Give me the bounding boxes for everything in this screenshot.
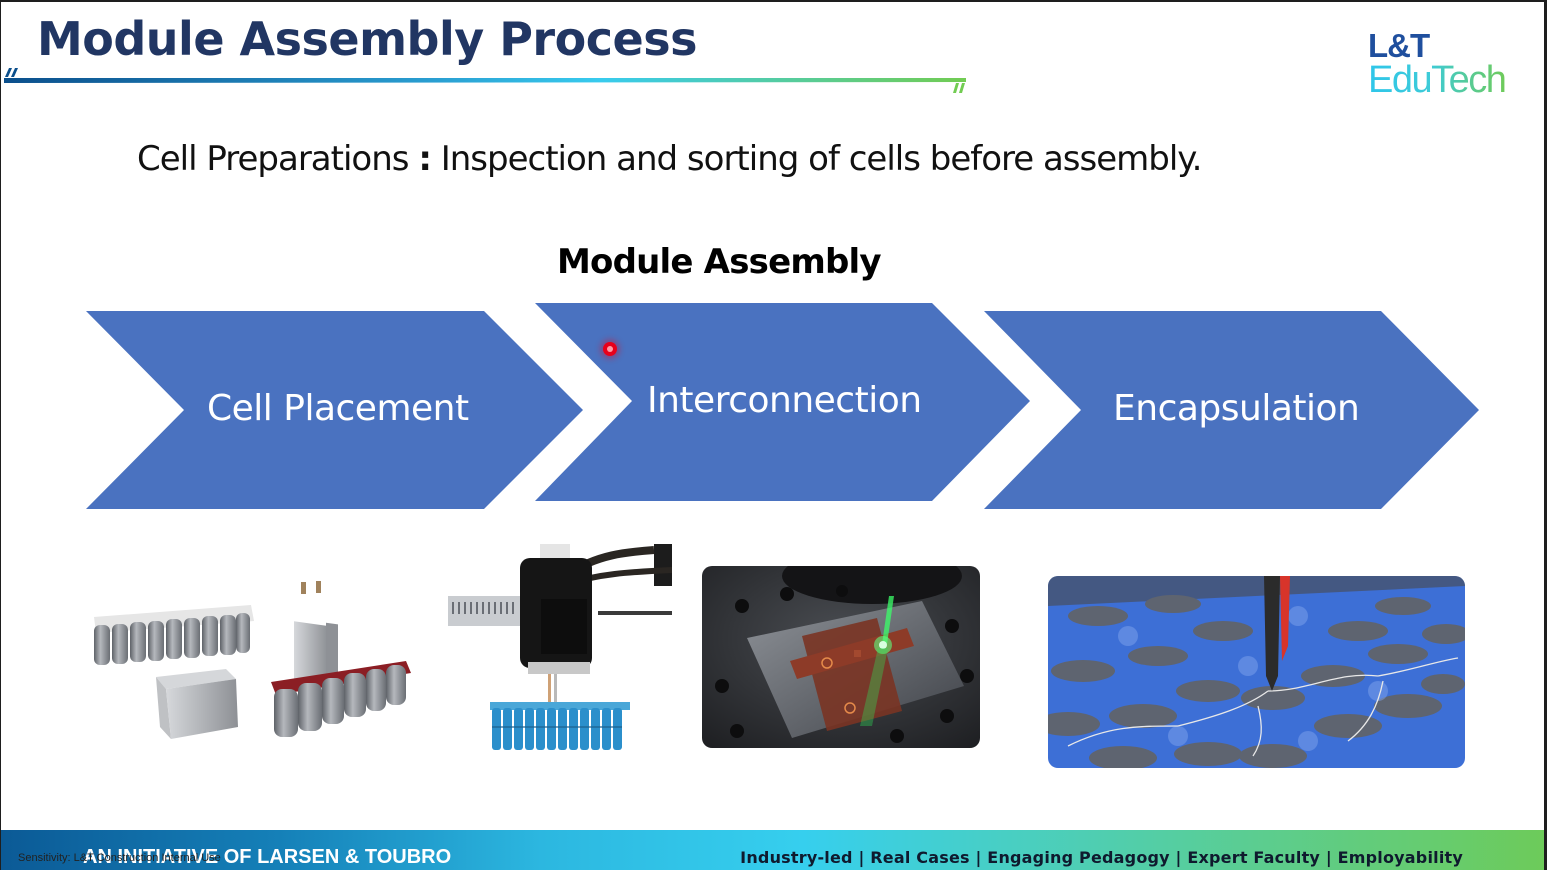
cylindrical-cell-module [271,661,411,737]
footer-tagline: Industry-led | Real Cases | Engaging Ped… [740,848,1463,867]
title-underline [4,68,966,93]
wire-bonding-photo [1048,576,1465,768]
battery-cell-types-photo [86,577,416,747]
blue-cell-array [490,702,630,750]
presentation-pointer [603,342,617,356]
chevron-cell-placement[interactable] [86,311,583,509]
footer-banner: AN INITIATIVE OF LARSEN & TOUBRO Sensiti… [1,830,1544,870]
prismatic-cell-block [156,669,238,739]
robotic-cell-placement-photo [448,544,672,754]
cylindrical-cell-row [94,605,254,665]
footer-initiative-text: AN INITIATIVE OF LARSEN & TOUBRO [83,846,452,868]
process-chevrons [86,303,1479,509]
step-label-encapsulation: Encapsulation [1113,388,1360,429]
subtitle-term: Cell Preparations [137,139,409,179]
step-label-interconnection: Interconnection [647,380,922,421]
subtitle-separator: : [418,139,432,179]
step-label-cell-placement: Cell Placement [207,388,469,429]
subtitle-description: Inspection and sorting of cells before a… [440,139,1203,179]
chevron-encapsulation[interactable] [984,311,1479,509]
laser-welding-photo [702,566,980,748]
slide-title: Module Assembly Process [37,12,697,66]
sensitivity-label: Sensitivity: L&T Construction Internal U… [18,852,221,864]
logo-edutech-text: EduTech [1368,59,1507,101]
chevron-interconnection[interactable] [535,303,1030,501]
module-assembly-heading: Module Assembly [557,242,882,282]
pouch-cell-stack [294,581,338,689]
logo-lt-text: L&T [1368,27,1430,64]
cell-preparations-statement: Cell Preparations : Inspection and sorti… [137,139,1203,179]
lt-edutech-logo: L&T EduTech [1368,27,1507,101]
